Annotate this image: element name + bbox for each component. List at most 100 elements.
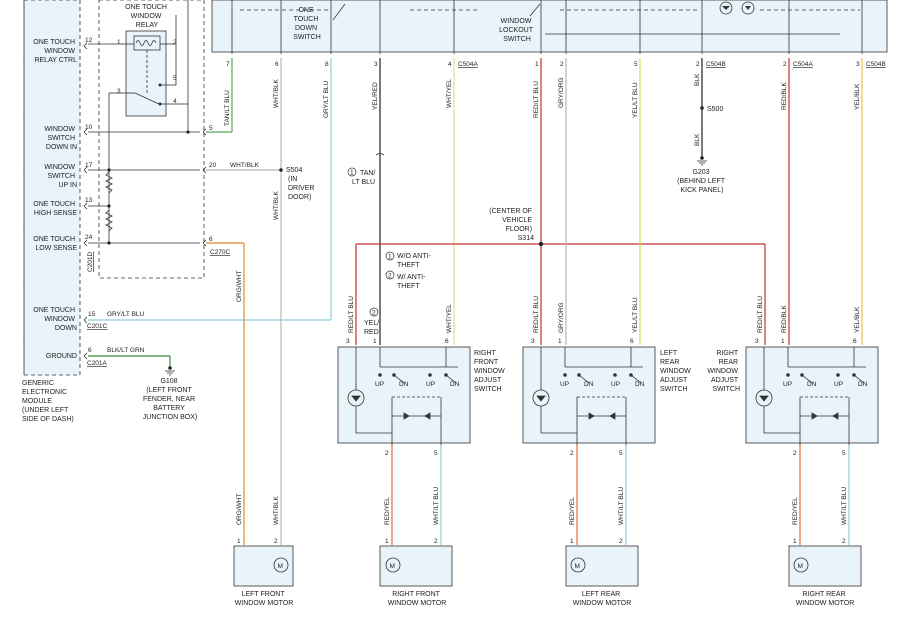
wire-blk-1: BLK bbox=[694, 73, 701, 86]
rr-up-1: UP bbox=[783, 381, 792, 388]
gem-connector-ticks bbox=[83, 42, 88, 360]
relay-pin-5: 5 bbox=[173, 75, 177, 82]
relay-pin-1: 1 bbox=[117, 39, 121, 46]
gem-pin-24: 24 bbox=[85, 234, 93, 241]
one-touch-down-switch-label: ONE TOUCH DOWN SWITCH bbox=[293, 7, 321, 41]
left-rear-window-adjust-switch: LEFT REAR WINDOW ADJUST SWITCH 3 1 6 2 5… bbox=[522, 338, 691, 457]
wire-red-yel-rr: RED/YEL bbox=[792, 497, 799, 525]
gem-connector-c201d: C201D bbox=[87, 251, 94, 272]
ground-g108: G108 (LEFT FRONT FENDER, NEAR BATTERY JU… bbox=[143, 366, 197, 421]
rf-motor-pin-2: 2 bbox=[434, 538, 438, 545]
master-pin-2a: 2 bbox=[560, 61, 564, 68]
note-yel-red: YEL/ RED bbox=[364, 320, 381, 336]
gem-pin-6: 6 bbox=[88, 347, 92, 354]
note2-num: 2 bbox=[388, 273, 392, 280]
master-window-switch: ONE TOUCH DOWN SWITCH WINDOW LOCKOUT SWI… bbox=[211, 0, 888, 68]
ground-g108-label: G108 (LEFT FRONT FENDER, NEAR BATTERY JU… bbox=[143, 378, 197, 421]
gem-pin-17: 17 bbox=[85, 162, 93, 169]
window-lockout-switch-label: WINDOW LOCKOUT SWITCH bbox=[499, 18, 535, 43]
inner-connector-c270c: C270C bbox=[210, 249, 231, 256]
rf-motor-label: RIGHT FRONT WINDOW MOTOR bbox=[388, 591, 447, 607]
relay-title: ONE TOUCH WINDOW RELAY bbox=[125, 4, 169, 29]
wire-blk-2: BLK bbox=[694, 133, 701, 146]
rf-up-1: UP bbox=[375, 381, 384, 388]
diode-icon bbox=[811, 412, 818, 420]
switch-led-glyph bbox=[536, 395, 546, 402]
rr-dn-2: DN bbox=[858, 381, 868, 388]
wire-red-lt-blu-2: RED/LT BLU bbox=[348, 296, 355, 333]
wire-gry-lt-blu: GRY/LT BLU bbox=[323, 80, 330, 118]
wire-red-lt-blu-1: RED/LT BLU bbox=[533, 81, 540, 118]
lr-up-2: UP bbox=[611, 381, 620, 388]
contact-arm bbox=[853, 374, 865, 384]
diode-icon bbox=[832, 412, 839, 420]
master-pin-5: 5 bbox=[634, 61, 638, 68]
rr-pin-2: 2 bbox=[793, 450, 797, 457]
master-connector-c504b-1: C504B bbox=[706, 61, 726, 68]
wire-yel-blk-2: YEL/BLK bbox=[854, 306, 861, 333]
wire-wht-blk-3: WHT/BLK bbox=[273, 495, 280, 525]
lr-pin-1: 1 bbox=[558, 338, 562, 345]
rr-motor-pin-2: 2 bbox=[842, 538, 846, 545]
inner-wire-20: WHT/BLK bbox=[230, 162, 260, 169]
lr-motor-pin-1: 1 bbox=[570, 538, 574, 545]
switch-led-glyph bbox=[351, 395, 361, 402]
contact-dot bbox=[786, 373, 790, 377]
inner-pin-5: 5 bbox=[209, 125, 213, 132]
contact-arm bbox=[445, 374, 457, 384]
right-rear-window-adjust-switch: RIGHT REAR WINDOW ADJUST SWITCH 3 1 6 2 … bbox=[707, 338, 879, 457]
footnotes: 1 W/O ANTI- THEFT 2 W/ ANTI- THEFT bbox=[385, 251, 433, 290]
lr-dn-1: DN bbox=[584, 381, 594, 388]
master-pin-3: 3 bbox=[374, 61, 378, 68]
lf-motor-symbol: M bbox=[278, 563, 283, 570]
gem-wire-6: BLK/LT GRN bbox=[107, 347, 145, 354]
gem-pin-12: 12 bbox=[85, 37, 93, 44]
master-pin-3b: 3 bbox=[856, 61, 860, 68]
rr-up-2: UP bbox=[834, 381, 843, 388]
wire-red-lt-blu-3: RED/LT BLU bbox=[533, 296, 540, 333]
lf-motor-pin-2: 2 bbox=[274, 538, 278, 545]
right-front-window-adjust-switch: RIGHT FRONT WINDOW ADJUST SWITCH 3 1 6 2… bbox=[337, 338, 505, 457]
wire-org-wht-2: ORG/WHT bbox=[236, 494, 243, 525]
diode-icon bbox=[609, 412, 616, 420]
gem-pin-15: 15 bbox=[88, 311, 96, 318]
contact-dot bbox=[836, 373, 840, 377]
lr-pin-6: 6 bbox=[630, 338, 634, 345]
wire-tan-lt-blu-1: TAN/LT BLU bbox=[224, 90, 231, 126]
diode-icon bbox=[403, 412, 410, 420]
wire-wht-lt-blu-rr: WHT/LT BLU bbox=[841, 487, 848, 525]
wire-wht-yel-1: WHT/YEL bbox=[446, 79, 453, 108]
wire-red-blk-1: RED/BLK bbox=[781, 82, 788, 110]
rr-pin-3: 3 bbox=[755, 338, 759, 345]
splice-s314: (CENTER OF VEHICLE FLOOR) S314 bbox=[489, 208, 534, 242]
wire-org-wht-1: ORG/WHT bbox=[236, 271, 243, 302]
gem-wire-15: GRY/LT BLU bbox=[107, 311, 145, 318]
rf-up-2: UP bbox=[426, 381, 435, 388]
rf-pin-2: 2 bbox=[385, 450, 389, 457]
note1-text: W/O ANTI- THEFT bbox=[397, 253, 433, 269]
gem-pin-13: 13 bbox=[85, 197, 93, 204]
lf-motor-label: LEFT FRONT WINDOW MOTOR bbox=[235, 591, 294, 607]
wire-wht-lt-blu-rf: WHT/LT BLU bbox=[433, 487, 440, 525]
relay-pin-3: 3 bbox=[117, 88, 121, 95]
master-connector-c504b-2: C504B bbox=[866, 61, 886, 68]
master-connector-c504a-1: C504A bbox=[458, 61, 479, 68]
ground-g203-label: G203 (BEHIND LEFT KICK PANEL) bbox=[677, 169, 727, 194]
gem-pin-10: 10 bbox=[85, 124, 93, 131]
gem-signal-high-sense: ONE TOUCH HIGH SENSE bbox=[33, 201, 77, 217]
rf-pin-1: 1 bbox=[373, 338, 377, 345]
contact-arm bbox=[801, 374, 813, 384]
rr-dn-1: DN bbox=[807, 381, 817, 388]
rr-pin-6: 6 bbox=[853, 338, 857, 345]
master-pin-8: 8 bbox=[325, 61, 329, 68]
wire-yel-red-1: YEL/RED bbox=[372, 82, 379, 110]
lr-motor-label: LEFT REAR WINDOW MOTOR bbox=[573, 591, 632, 607]
master-pin-7: 7 bbox=[226, 61, 230, 68]
master-pin-2b: 2 bbox=[696, 61, 700, 68]
wire-yel-blk-1: YEL/BLK bbox=[854, 83, 861, 110]
ground-g203: G203 (BEHIND LEFT KICK PANEL) bbox=[677, 156, 727, 194]
rr-pin-1: 1 bbox=[781, 338, 785, 345]
master-pin-2c: 2 bbox=[783, 61, 787, 68]
inner-pin-20: 20 bbox=[209, 162, 217, 169]
